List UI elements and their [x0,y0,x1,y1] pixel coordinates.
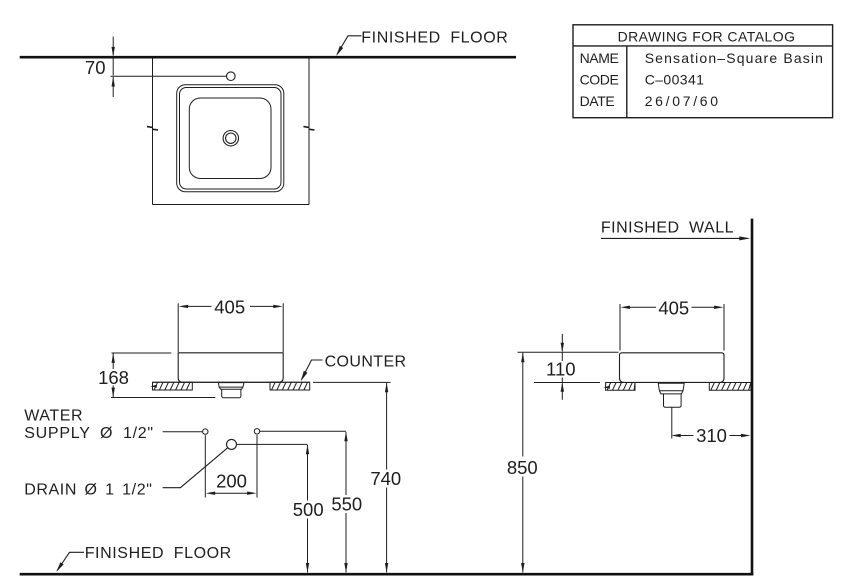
svg-text:405: 405 [658,297,689,318]
svg-text:FINISHED FLOOR: FINISHED FLOOR [85,545,232,562]
svg-text:310: 310 [696,425,727,446]
svg-text:C–00341: C–00341 [645,72,705,88]
svg-text:70: 70 [85,57,106,78]
svg-text:Sensation–Square Basin: Sensation–Square Basin [645,50,824,66]
svg-text:110: 110 [546,359,576,380]
svg-text:FINISHED FLOOR: FINISHED FLOOR [361,29,508,46]
svg-text:DRAIN Ø 1 1/2": DRAIN Ø 1 1/2" [24,481,152,498]
svg-text:COUNTER: COUNTER [325,353,407,370]
svg-text:550: 550 [331,494,362,515]
svg-text:SUPPLY Ø 1/2": SUPPLY Ø 1/2" [24,425,154,442]
svg-text:200: 200 [216,471,247,492]
svg-text:850: 850 [507,457,538,478]
svg-text:405: 405 [214,296,245,317]
svg-text:DRAWING FOR CATALOG: DRAWING FOR CATALOG [618,28,796,44]
svg-text:CODE: CODE [580,72,619,88]
svg-text:500: 500 [293,499,324,520]
svg-text:DATE: DATE [580,93,615,109]
svg-text:FINISHED WALL: FINISHED WALL [601,220,734,237]
svg-text:26/07/60: 26/07/60 [645,93,721,109]
svg-text:168: 168 [98,367,129,388]
svg-text:WATER: WATER [24,408,83,425]
svg-text:740: 740 [370,468,401,489]
svg-text:NAME: NAME [580,50,619,66]
